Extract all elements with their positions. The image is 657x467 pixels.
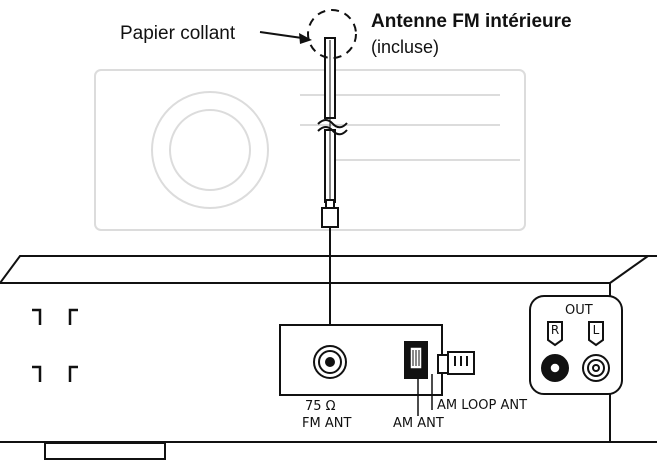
am-loop-ant-label: AM LOOP ANT	[437, 398, 528, 413]
label-leaders	[417, 374, 433, 416]
receiver-chassis	[0, 255, 657, 460]
out-r-label: R	[550, 323, 560, 337]
fm-ohms-label: 75 Ω	[305, 399, 336, 414]
fm-antenna	[317, 37, 348, 345]
tape-label: Papier collant	[120, 23, 236, 44]
tape-leader-arrow	[259, 31, 312, 44]
antenna-title: Antenne FM intérieure	[371, 11, 572, 32]
antenna-subtitle: (incluse)	[371, 37, 440, 57]
tape-circle	[307, 9, 357, 59]
output-panel	[529, 295, 623, 395]
out-label: OUT	[565, 303, 593, 318]
am-ant-label: AM ANT	[393, 416, 444, 431]
panel-clips	[32, 308, 78, 382]
background-ghost-image	[94, 69, 526, 231]
out-l-label: L	[592, 323, 600, 337]
fm-ant-label: FM ANT	[302, 416, 352, 431]
am-loop-plug	[437, 351, 475, 375]
